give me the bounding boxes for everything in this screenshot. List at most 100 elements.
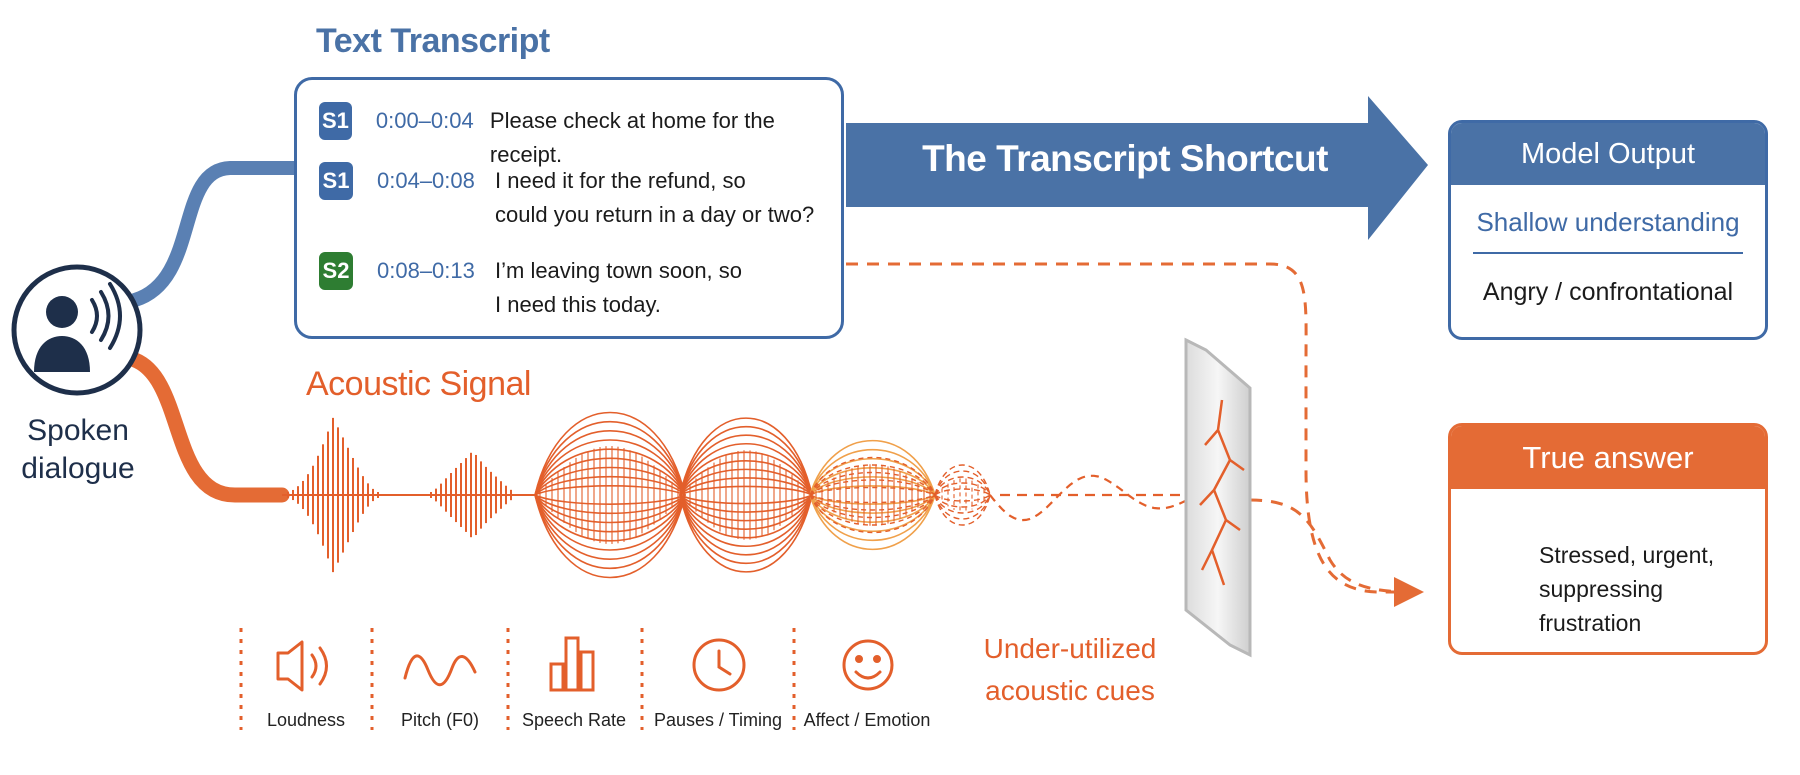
- transcript-row: S1 0:00–0:04 Please check at home for th…: [319, 102, 841, 172]
- clock-icon: [692, 638, 746, 692]
- utterance-line: I’m leaving town soon, so: [495, 258, 743, 283]
- wave-curve: [809, 494, 936, 514]
- dashed-path-acoustic: [1249, 498, 1424, 607]
- speaker-badge: S1: [319, 162, 353, 200]
- wave-curve: [679, 417, 813, 496]
- model-output-answer: Angry / confrontational: [1482, 278, 1734, 306]
- wave-curve: [534, 494, 686, 570]
- shortcut-label: The Transcript Shortcut: [922, 138, 1328, 179]
- wave-curve: [809, 449, 936, 496]
- timestamp: 0:08–0:13: [377, 258, 475, 283]
- wave-curve: [679, 426, 813, 496]
- transcript-row: S2 0:08–0:13 I’m leaving town soon, so I…: [319, 252, 742, 322]
- transcript-shortcut-arrow: [846, 96, 1428, 240]
- wave-curve: [534, 494, 686, 524]
- cue-label-speech-rate: Speech Rate: [521, 710, 627, 730]
- timestamp: 0:04–0:08: [377, 168, 475, 193]
- wave-curve: [809, 494, 936, 511]
- wave-icon: [403, 654, 477, 687]
- glass-pane: [1184, 337, 1252, 658]
- wave-curve: [679, 494, 813, 548]
- smiley-icon: [842, 639, 894, 691]
- cue-label-pitch: Pitch (F0): [400, 710, 479, 730]
- utterance-line: I need it for the refund, so: [495, 168, 746, 193]
- transcript-box: S1 0:00–0:04 Please check at home for th…: [294, 77, 844, 339]
- speaker-badge: S1: [319, 102, 352, 140]
- wave-curve: [534, 411, 686, 496]
- wave-curve: [934, 494, 991, 502]
- utterance: Please check at home for the receipt.: [490, 104, 841, 172]
- speaking-person-icon: [11, 264, 143, 396]
- wave-curve: [934, 494, 991, 514]
- wave-curve: [534, 494, 686, 533]
- wave-curve: [679, 460, 813, 496]
- wave-curve: [809, 467, 936, 496]
- cue-label-affect: Affect / Emotion: [803, 710, 931, 730]
- wave-curve: [809, 494, 936, 519]
- model-output-box: Model Output Shallow understanding Angry…: [1448, 120, 1768, 340]
- wave-curve: [809, 494, 936, 526]
- true-answer-title: True answer: [1451, 426, 1765, 489]
- wave-curve: [809, 464, 936, 496]
- wave-curve: [679, 442, 813, 496]
- source-label: Spoken dialogue: [0, 412, 156, 488]
- speaker-volume-icon: [276, 640, 328, 692]
- utterance-line: I need this today.: [495, 292, 661, 317]
- wave-curve: [534, 448, 686, 496]
- wave-curve: [534, 494, 686, 505]
- wave-curve: [809, 494, 936, 534]
- wave-curve: [809, 471, 936, 496]
- wave-curve: [534, 494, 686, 542]
- utterance-line: could you return in a day or two?: [495, 202, 815, 227]
- wave-curve: [679, 494, 813, 539]
- wave-curve: [534, 475, 686, 496]
- wave-curve: [679, 494, 813, 573]
- wave-curve: [679, 494, 813, 556]
- wave-curve: [809, 494, 936, 504]
- utterance: I need it for the refund, so could you r…: [495, 164, 814, 232]
- acoustic-waveform: [282, 411, 1250, 579]
- wave-curve: [809, 479, 936, 496]
- wave-curve: [534, 494, 686, 579]
- utterance: I’m leaving town soon, so I need this to…: [495, 254, 742, 322]
- model-output-title: Model Output: [1451, 123, 1765, 185]
- transcript-title: Text Transcript: [316, 22, 550, 60]
- timestamp: 0:00–0:04: [375, 108, 474, 133]
- utterance-line: Please check at home for the receipt.: [489, 108, 775, 167]
- speaker-badge: S2: [319, 252, 353, 290]
- wave-curve: [934, 476, 991, 496]
- wave-curve: [534, 466, 686, 496]
- wave-curve: [809, 494, 936, 541]
- true-answer-line: suppressing frustration: [1539, 576, 1664, 636]
- source-label-line: Spoken: [27, 414, 129, 447]
- wave-curve: [534, 439, 686, 496]
- wave-curve: [934, 494, 991, 508]
- under-utilized-label: Under-utilized acoustic cues: [960, 628, 1180, 712]
- wave-curve: [934, 464, 991, 496]
- source-label-line: dialogue: [21, 452, 135, 485]
- wave-curve: [809, 486, 936, 496]
- acoustic-title: Acoustic Signal: [306, 365, 531, 403]
- under-utilized-line: Under-utilized: [983, 633, 1157, 664]
- wave-curve: [809, 439, 936, 496]
- wave-curve: [934, 488, 991, 496]
- transcript-row: S1 0:04–0:08 I need it for the refund, s…: [319, 162, 814, 232]
- wave-curve: [679, 451, 813, 496]
- dashed-path-transcript: [846, 262, 1410, 594]
- wave-curve: [534, 494, 686, 515]
- cue-label-loudness: Loudness: [266, 710, 346, 730]
- wave-curve: [679, 434, 813, 496]
- cue-label-pauses: Pauses / Timing: [653, 710, 783, 730]
- model-output-divider: [1473, 252, 1743, 254]
- true-answer-line: Stressed, urgent,: [1539, 542, 1715, 568]
- wave-curve: [534, 457, 686, 496]
- blue-connector: [128, 161, 303, 307]
- true-answer-text: Stressed, urgent, suppressing frustratio…: [1539, 538, 1765, 640]
- wave-curve: [534, 485, 686, 496]
- wave-curve: [809, 456, 936, 496]
- wave-curve: [534, 494, 686, 551]
- wave-curve: [679, 494, 813, 564]
- wave-curve: [534, 430, 686, 496]
